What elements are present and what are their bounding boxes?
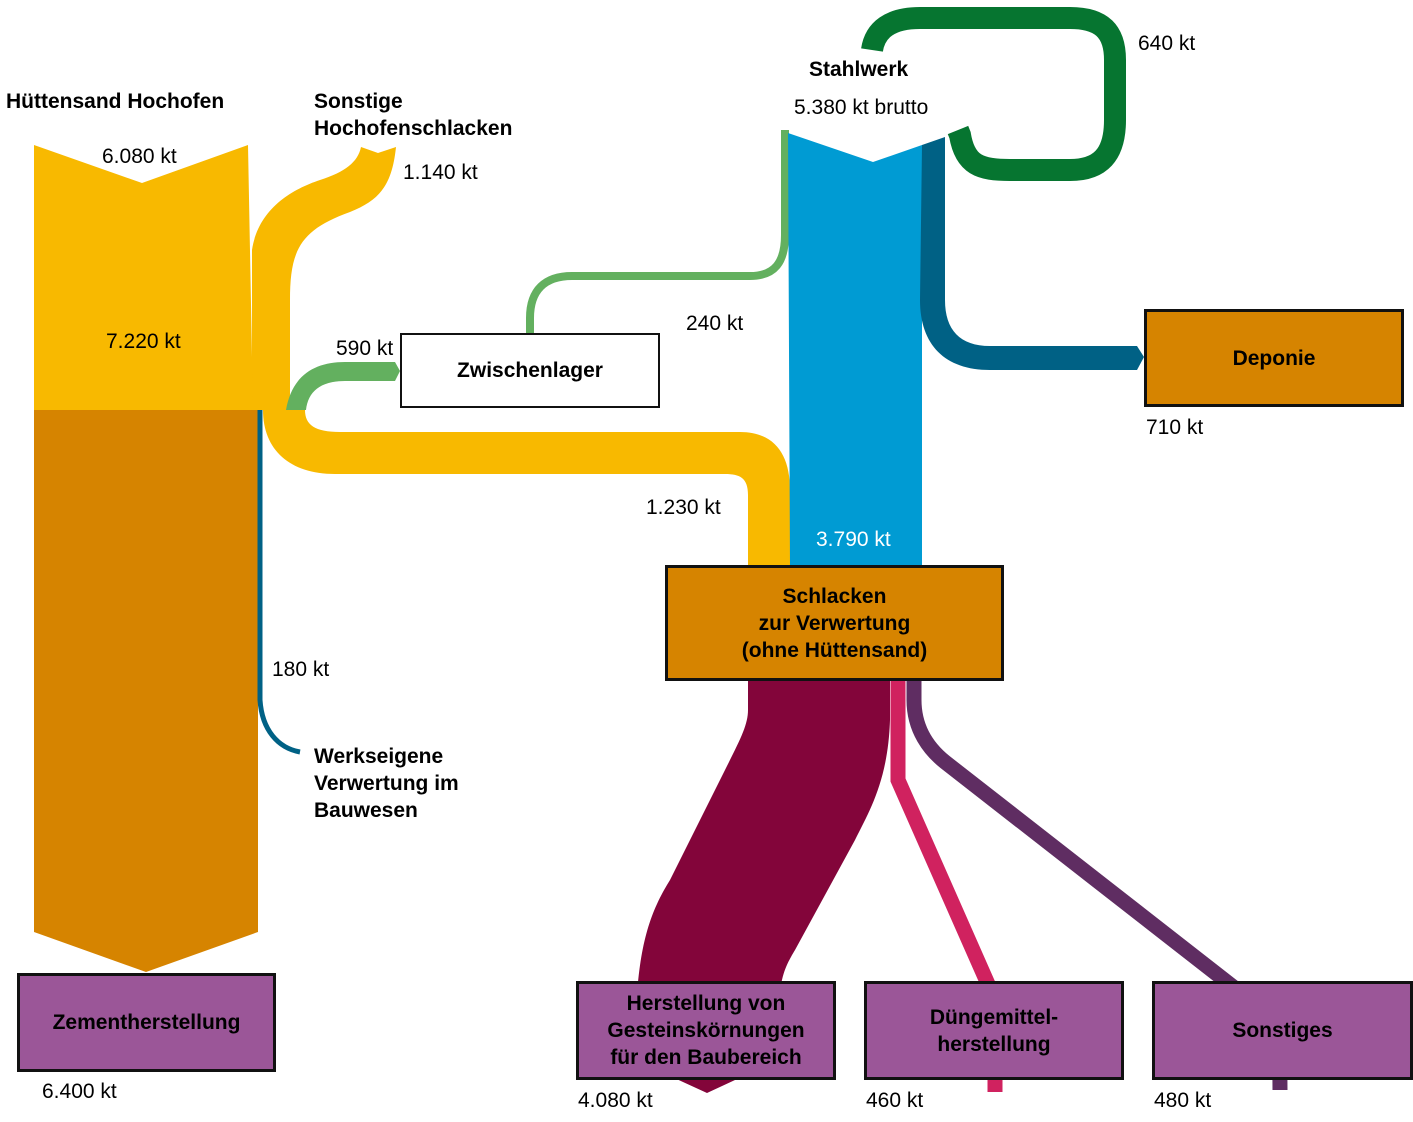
node-gestein-line2: Gesteinskörnungen [607, 1019, 805, 1042]
source-stahlwerk-title: Stahlwerk [809, 58, 909, 81]
node-werkseigene-line1: Werkseigene [314, 745, 444, 768]
node-verwertung-line3: (ohne Hüttensand) [741, 638, 928, 662]
flow-to-zwischenlager [286, 362, 400, 410]
source-huettensand-title: Hüttensand Hochofen [6, 90, 225, 113]
node-deponie-label: Deponie [1232, 346, 1316, 370]
node-duenger: Düngemittel- herstellung [864, 981, 1124, 1080]
node-gestein-line1: Herstellung von [626, 992, 786, 1015]
flow-label-steel-recycle: 640 kt [1138, 32, 1196, 55]
flow-label-from-zwischenlager: 240 kt [686, 312, 744, 335]
flow-from-zwischenlager [526, 130, 789, 334]
source-sonstige-title-2: Hochofenschlacken [314, 117, 513, 140]
node-zement-value: 6.400 kt [42, 1080, 117, 1103]
flow-label-to-zwischenlager: 590 kt [336, 337, 394, 360]
source-stahlwerk-value: 5.380 kt brutto [794, 96, 929, 119]
node-gestein-line3: für den Baubereich [610, 1046, 802, 1069]
flow-stahlwerk-main [788, 133, 922, 568]
node-gestein: Herstellung von Gesteinskörnungen für de… [576, 981, 836, 1080]
node-duenger-line1: Düngemittel- [929, 1005, 1059, 1029]
flow-to-deponie [920, 137, 1144, 370]
node-werkseigene-line3: Bauwesen [314, 799, 418, 822]
node-duenger-line2: herstellung [937, 1032, 1051, 1056]
flow-label-steel-to-verwertung: 3.790 kt [816, 528, 891, 551]
node-werkseigene-line2: Verwertung im [314, 772, 459, 795]
node-zwischenlager: Zwischenlager [400, 333, 660, 408]
node-sonstiges-label: Sonstiges [1232, 1019, 1333, 1042]
node-zwischenlager-label: Zwischenlager [457, 359, 603, 382]
flow-label-werkseigene: 180 kt [272, 658, 330, 681]
flow-hochofen-to-verwertung [263, 410, 790, 568]
node-duenger-value: 460 kt [866, 1089, 924, 1112]
flow-to-zement [34, 410, 258, 972]
node-deponie-value: 710 kt [1146, 416, 1204, 439]
flow-label-blast-furnace-total: 7.220 kt [106, 330, 181, 353]
flow-werkseigene [257, 410, 301, 755]
source-sonstige-value: 1.140 kt [403, 161, 478, 184]
flow-sonstige-hochofen [252, 147, 396, 410]
flow-huettensand-source [34, 145, 253, 410]
source-sonstige-title-1: Sonstige [314, 90, 403, 113]
node-deponie: Deponie [1144, 309, 1404, 407]
node-zement-label: Zementherstellung [52, 1011, 241, 1034]
node-sonstiges-value: 480 kt [1154, 1089, 1212, 1112]
node-verwertung-line1: Schlacken [782, 584, 887, 608]
source-huettensand-value: 6.080 kt [102, 145, 177, 168]
node-verwertung: Schlacken zur Verwertung (ohne Hüttensan… [665, 565, 1004, 681]
flow-label-hochofen-to-verwertung: 1.230 kt [646, 496, 721, 519]
node-gestein-value: 4.080 kt [578, 1089, 653, 1112]
flow-steel-recycle [861, 7, 1126, 181]
node-verwertung-line2: zur Verwertung [758, 611, 911, 635]
node-zement: Zementherstellung [17, 973, 276, 1072]
node-sonstiges: Sonstiges [1152, 981, 1413, 1080]
